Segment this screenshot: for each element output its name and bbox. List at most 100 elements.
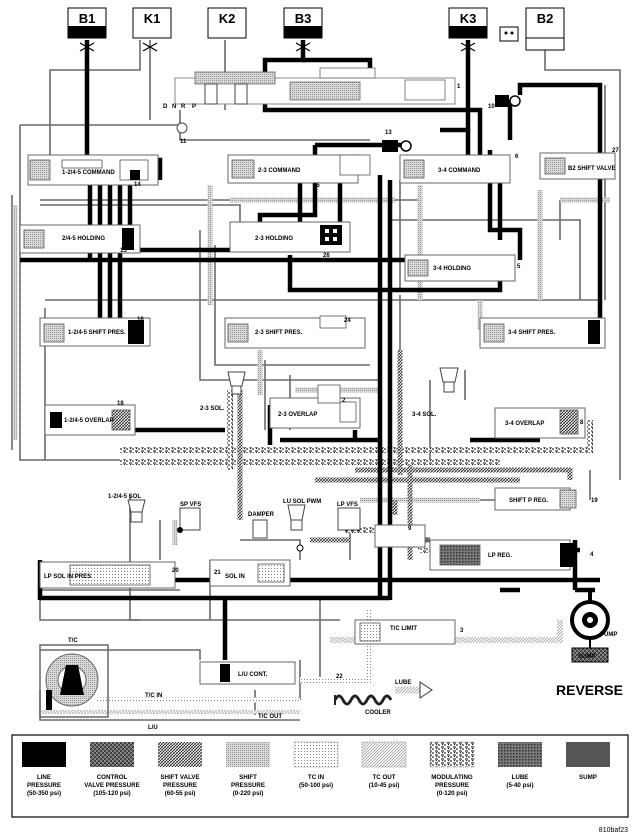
callout-19: 19 xyxy=(591,498,598,504)
legend-sub-line: PRESSURE xyxy=(27,782,61,789)
callout-20: 20 xyxy=(172,568,179,574)
label-lp-vfs: LP VFS xyxy=(337,502,358,508)
clutch-label-k1: K1 xyxy=(144,11,161,26)
callout-14: 14 xyxy=(134,182,141,188)
legend-title-shift: SHIFT xyxy=(239,774,257,781)
callout-15: 15 xyxy=(120,248,127,254)
legend-title-tc-in: TC IN xyxy=(308,774,325,781)
legend-range-shift: (0-220 psi) xyxy=(233,790,264,797)
legend-swatches xyxy=(22,741,610,768)
shift-pressure-lines xyxy=(12,185,610,545)
thin-circuits xyxy=(11,40,621,721)
label-lp-reg: LP REG. xyxy=(488,553,512,559)
label-shift-p-reg: SHIFT P REG. xyxy=(509,498,549,504)
callout-7: 7 xyxy=(597,330,601,336)
clutch-boxes xyxy=(67,7,565,51)
label-34-shift-pres: 3-4 SHIFT PRES. xyxy=(508,330,556,336)
callout-1: 1 xyxy=(457,84,461,90)
label-tc-out: T/C OUT xyxy=(258,714,282,720)
shift-valve-lines xyxy=(237,350,573,560)
callout-21: 21 xyxy=(214,570,221,576)
legend-range-line: (50-350 psi) xyxy=(27,790,61,797)
figure-id: 810baf23 xyxy=(599,827,628,834)
callout-11: 11 xyxy=(180,139,187,145)
label-124-5-overlap: 1-2/4-5 OVERLAP xyxy=(64,418,114,424)
label-23-holding: 2-3 HOLDING xyxy=(255,236,293,242)
callout-24: 24 xyxy=(344,318,351,324)
legend-sub-modulating: PRESSURE xyxy=(435,782,469,789)
label-damper: DAMPER xyxy=(248,512,275,518)
callout-2: 2 xyxy=(342,398,346,404)
label-sp-vfs: SP VFS xyxy=(180,502,201,508)
restriction-marks xyxy=(79,42,476,52)
legend-range-shift-valve: (60-55 psi) xyxy=(165,790,196,797)
callout-10: 10 xyxy=(488,104,495,110)
label-124-5-command: 1-2/4-5 COMMAND xyxy=(62,170,115,176)
legend-title-line: LINE xyxy=(37,774,51,781)
callout-9: 9 xyxy=(408,526,412,532)
clutch-label-b1: B1 xyxy=(79,11,96,26)
valve-bodies xyxy=(19,152,616,685)
clutch-label-k3: K3 xyxy=(460,11,477,26)
callout-18: 18 xyxy=(117,401,124,407)
torque-converter xyxy=(39,644,109,718)
callout-25: 25 xyxy=(313,183,320,189)
callout-16: 16 xyxy=(137,317,144,323)
callout-5: 5 xyxy=(517,264,521,270)
label-23-command: 2-3 COMMAND xyxy=(258,168,301,174)
label-lp-sol-in-pres: LP SOL IN PRES xyxy=(44,574,91,580)
label-lube: LUBE xyxy=(395,680,411,686)
label-34-sol: 3-4 SOL. xyxy=(412,412,437,418)
label-cooler: COOLER xyxy=(365,710,391,716)
callout-26: 26 xyxy=(323,253,330,259)
label-34-command: 3-4 COMMAND xyxy=(438,168,481,174)
callout-13: 13 xyxy=(385,130,392,136)
label-lu-cont: L/U CONT. xyxy=(238,672,268,678)
callout-3: 3 xyxy=(460,628,464,634)
label-sump: SUMP xyxy=(578,654,595,660)
callout-27: 27 xyxy=(612,148,619,154)
callout-6: 6 xyxy=(515,154,519,160)
label-34-holding: 3-4 HOLDING xyxy=(433,266,471,272)
label-tc-in: T/C IN xyxy=(145,693,162,699)
legend-title-lube: LUBE xyxy=(512,774,529,781)
legend-title-shift-valve: SHIFT VALVE xyxy=(160,774,199,781)
label-23-overlap: 2-3 OVERLAP xyxy=(278,412,317,418)
label-lu: L/U xyxy=(148,725,158,731)
label-tc: T/C xyxy=(68,638,78,644)
label-23-shift-pres: 2-3 SHIFT PRES. xyxy=(255,330,303,336)
label-b2-shift-valve: B2 SHIFT VALVE xyxy=(568,166,615,172)
pump xyxy=(570,590,610,663)
label-34-overlap: 3-4 OVERLAP xyxy=(505,421,544,427)
check-balls xyxy=(176,95,521,552)
legend-title-modulating: MODULATING xyxy=(431,774,473,781)
clutch-label-b2: B2 xyxy=(537,11,554,26)
label-1245-sol: 1-2/4-5 SOL xyxy=(108,494,141,500)
legend-title-sump: SUMP xyxy=(579,774,597,781)
gear-n: N xyxy=(172,104,176,110)
legend-range-tc-in: (50-100 psi) xyxy=(299,782,333,789)
callout-8: 8 xyxy=(580,420,584,426)
legend-sub-control: VALVE PRESSURE xyxy=(84,782,139,789)
legend-range-tc-out: (10-45 psi) xyxy=(369,782,400,789)
label-24-5-holding: 2/4-5 HOLDING xyxy=(62,236,105,242)
legend-range-modulating: (0-120 psi) xyxy=(437,790,468,797)
mode-label: REVERSE xyxy=(556,682,623,698)
manual-valve xyxy=(174,67,456,105)
solenoids xyxy=(127,367,459,539)
legend-range-lube: (5-40 psi) xyxy=(506,782,533,789)
label-sol-in: SOL IN xyxy=(225,574,245,580)
label-pump: PUMP xyxy=(600,632,617,638)
label-lu-sol: LU SOL PWM xyxy=(283,499,321,505)
gear-r: R xyxy=(181,104,186,110)
diagram-text: B1 K1 K2 B3 K3 B2 D N R P 1-2/4-5 COMMAN… xyxy=(27,11,628,834)
label-124-5-shift-pres: 1-2/4-5 SHIFT PRES. xyxy=(68,330,126,336)
legend-range-control: (105-120 psi) xyxy=(93,790,131,797)
callout-22: 22 xyxy=(336,674,343,680)
cooler-coil xyxy=(333,694,393,706)
legend-title-control: CONTROL xyxy=(97,774,128,781)
legend-title-tc-out: TC OUT xyxy=(372,774,395,781)
callout-4: 4 xyxy=(590,552,594,558)
